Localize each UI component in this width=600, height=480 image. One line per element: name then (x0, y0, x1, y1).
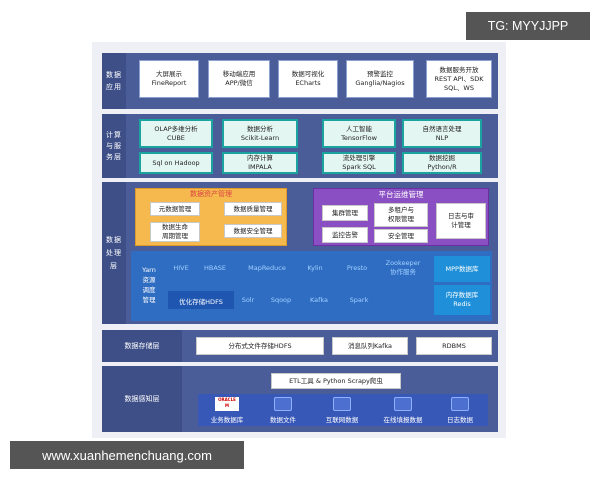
hdfs-optimized-bar (168, 291, 234, 309)
ops-item: 日志与审 计管理 (436, 203, 486, 239)
perception-label: 数据感知层 (102, 366, 182, 432)
engine-label: Zookeeper 协作服务 (385, 259, 421, 276)
ops-item: 安全管理 (374, 229, 428, 243)
engine-label: 优化存储HDFS (179, 298, 223, 306)
log-icon (451, 397, 469, 411)
compute-item-top: 人工智能 TensorFlow (322, 119, 396, 148)
compute-item-top: OLAP多维分析 CUBE (139, 119, 213, 148)
compute-label: 计算 与服 务层 (102, 114, 126, 178)
form-icon (394, 397, 412, 411)
asset-item: 数据质量管理 (224, 202, 282, 216)
storage-item: 分布式文件存储HDFS (196, 337, 324, 355)
yarn-box: Yarn 资源 调度 管理 (134, 255, 164, 315)
inmem-db-box: 内存数据库 Redis (434, 285, 490, 315)
engine-label: Sqoop (270, 296, 292, 304)
storage-label: 数据存储层 (102, 330, 182, 362)
ops-item: 多租户与 权限管理 (374, 203, 428, 227)
app-item: 大屏展示 FineReport (139, 60, 199, 98)
etl-box: ETL工具 & Python Scrapy爬虫 (271, 373, 401, 389)
engine-label: Spark (349, 296, 369, 304)
app-item: 移动端应用 APP/微信 (208, 60, 270, 98)
compute-item-top: 自然语言处理 NLP (402, 119, 482, 148)
compute-item-top: 数据分析 Scikit-Learn (222, 119, 298, 148)
asset-item: 元数据管理 (150, 202, 200, 216)
source-label: 数据文件 (270, 416, 296, 424)
processing-engine-band (131, 251, 492, 321)
data-app-label: 数据 应用 (102, 53, 126, 109)
compute-item-bottom: 数据挖掘 Python/R (402, 152, 482, 174)
source-label: 在线填报数据 (383, 416, 423, 424)
compute-item-bottom: 流处理引擎 Spark SQL (322, 152, 396, 174)
storage-item: 消息队列Kafka (332, 337, 408, 355)
ops-item: 集群管理 (322, 205, 368, 221)
watermark-top-right: TG: MYYJJPP (466, 12, 590, 40)
engine-label: HIVE (173, 264, 189, 272)
processing-label: 数据 处理 层 (102, 182, 126, 324)
file-icon (274, 397, 292, 411)
asset-item: 数据安全管理 (224, 224, 282, 238)
compute-item-bottom: Sql on Hadoop (139, 152, 213, 174)
asset-item: 数据生命 周期管理 (150, 222, 200, 242)
watermark-bottom-left: www.xuanhemenchuang.com (10, 441, 244, 469)
engine-label: Solr (241, 296, 255, 304)
ops-group-title: 平台运维管理 (378, 190, 424, 199)
asset-group-title: 数据资产管理 (190, 190, 232, 198)
source-label: 业务数据库 (210, 416, 244, 424)
engine-label: MapReduce (248, 264, 286, 272)
mpp-db-box: MPP数据库 (434, 256, 490, 282)
engine-label: HBASE (203, 264, 227, 272)
oracle-logo-icon: ORACLE M (215, 397, 239, 411)
source-label: 日志数据 (447, 416, 473, 424)
ops-item: 监控告警 (322, 227, 368, 243)
app-item: 数据可视化 ECharts (278, 60, 338, 98)
engine-label: Kylin (307, 264, 323, 272)
engine-label: Presto (346, 264, 368, 272)
app-item: 预警监控 Ganglia/Nagios (346, 60, 414, 98)
app-item: 数据服务开放 REST API、SDK SQL、WS (426, 60, 492, 98)
source-label: 互联网数据 (325, 416, 359, 424)
compute-item-bottom: 内存计算 IMPALA (222, 152, 298, 174)
internet-icon (333, 397, 351, 411)
storage-item: RDBMS (416, 337, 492, 355)
engine-label: Kafka (309, 296, 329, 304)
